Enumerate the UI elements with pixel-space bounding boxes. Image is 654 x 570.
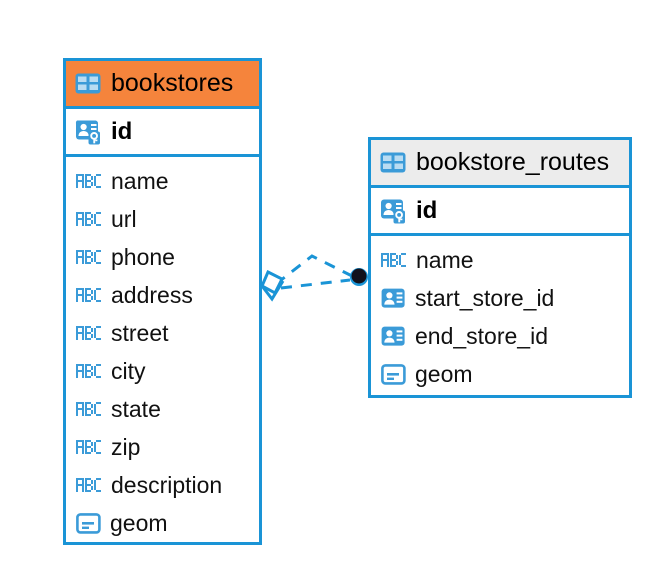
column-label-id-bookstores: id: [111, 117, 133, 145]
column-label: address: [111, 281, 193, 308]
entity-title-bookstore-routes: bookstore_routes: [416, 148, 610, 176]
geometry-icon: [381, 363, 406, 385]
entity-header-bookstores[interactable]: bookstores: [66, 61, 259, 109]
text-abc-icon: [76, 325, 102, 342]
text-abc-icon: [76, 401, 102, 418]
primary-key-icon: [381, 199, 405, 223]
text-abc-icon: [76, 363, 102, 380]
geometry-icon: [76, 512, 101, 534]
column-row-city[interactable]: city: [66, 352, 259, 390]
column-label: name: [111, 167, 169, 194]
column-list-bookstore-routes: name start_store_id: [371, 236, 629, 398]
column-row-start-store-id[interactable]: start_store_id: [371, 279, 629, 317]
column-row-phone[interactable]: phone: [66, 238, 259, 276]
text-abc-icon: [76, 439, 102, 456]
column-label: state: [111, 395, 161, 422]
column-row-end-store-id[interactable]: end_store_id: [371, 317, 629, 355]
column-label: zip: [111, 433, 141, 460]
entity-header-bookstore-routes[interactable]: bookstore_routes: [371, 140, 629, 188]
entity-bookstores[interactable]: bookstores id: [63, 58, 262, 545]
relationship-line-lower: [280, 278, 351, 290]
column-label: geom: [415, 360, 473, 387]
column-label: name: [416, 246, 474, 273]
column-label: street: [111, 319, 169, 346]
text-abc-icon: [76, 287, 102, 304]
column-label: phone: [111, 243, 175, 270]
column-row-id-bookstore-routes[interactable]: id: [371, 188, 629, 236]
entity-bookstore-routes[interactable]: bookstore_routes id: [368, 137, 632, 398]
column-label: city: [111, 357, 146, 384]
column-label-id-bookstore-routes: id: [416, 196, 438, 224]
entity-title-bookstores: bookstores: [111, 69, 234, 97]
diamond-crowfoot-icon: [260, 269, 285, 302]
text-abc-icon: [76, 173, 102, 190]
relationship-line-upper: [275, 254, 353, 286]
column-row-name[interactable]: name: [66, 162, 259, 200]
column-row-url[interactable]: url: [66, 200, 259, 238]
text-abc-icon: [76, 249, 102, 266]
column-row-state[interactable]: state: [66, 390, 259, 428]
foreign-key-icon: [381, 326, 405, 346]
column-label: url: [111, 205, 137, 232]
text-abc-icon: [76, 211, 102, 228]
column-row-address[interactable]: address: [66, 276, 259, 314]
foreign-key-icon: [381, 288, 405, 308]
column-row-street[interactable]: street: [66, 314, 259, 352]
table-grid-icon: [75, 73, 101, 94]
text-abc-icon: [381, 252, 407, 269]
column-label: description: [111, 471, 223, 498]
table-grid-icon: [380, 152, 406, 173]
column-row-geom[interactable]: geom: [371, 355, 629, 393]
text-abc-icon: [76, 477, 102, 494]
column-label: geom: [110, 509, 168, 536]
filled-circle-icon: [350, 268, 368, 286]
primary-key-icon: [75, 120, 100, 144]
column-row-zip[interactable]: zip: [66, 428, 259, 466]
column-list-bookstores: name u: [66, 157, 259, 547]
column-label: end_store_id: [415, 322, 548, 349]
column-row-description[interactable]: description: [66, 466, 259, 504]
column-row-geom[interactable]: geom: [66, 504, 259, 542]
column-label: start_store_id: [415, 284, 555, 311]
column-row-id-bookstores[interactable]: id: [66, 109, 259, 157]
column-row-name[interactable]: name: [371, 241, 629, 279]
